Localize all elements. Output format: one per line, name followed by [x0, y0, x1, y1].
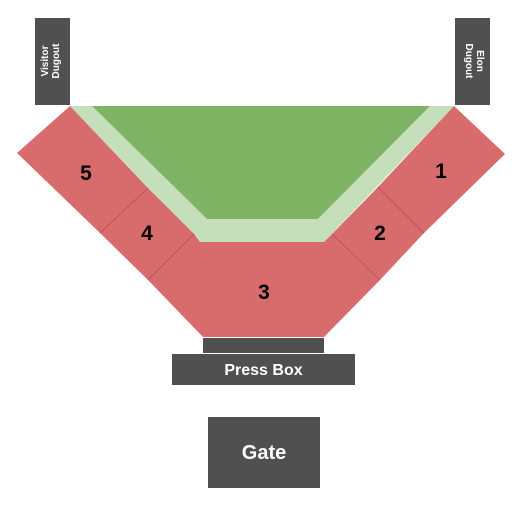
visitor-dugout-label-line1: Visitor: [40, 45, 51, 76]
section-4-label: 4: [141, 222, 153, 245]
section-dividers: [99, 186, 425, 281]
warning-track: [70, 106, 454, 242]
home-dugout-label-line2: Dugout: [463, 44, 474, 80]
section-2-label: 2: [374, 222, 386, 245]
press-box-label: Press Box: [224, 362, 302, 379]
gate-label: Gate: [242, 442, 286, 464]
press-box-base: [172, 354, 355, 385]
press-box-top: [203, 338, 324, 353]
section-1[interactable]: [378, 106, 505, 233]
section-1-label: 1: [435, 160, 447, 183]
infield-grass: [92, 106, 430, 219]
home-dugout-label-line1: Elon: [474, 50, 485, 72]
section-5-label: 5: [80, 162, 92, 185]
section-3-label: 3: [258, 281, 270, 304]
home-dugout[interactable]: Elon Dugout: [455, 18, 490, 105]
section-5[interactable]: [17, 106, 148, 233]
visitor-dugout-label-line2: Dugout: [51, 43, 62, 79]
section-3[interactable]: [148, 234, 380, 337]
gate[interactable]: Gate: [208, 417, 320, 488]
visitor-dugout[interactable]: Visitor Dugout: [35, 18, 70, 105]
press-box[interactable]: Press Box: [172, 338, 355, 385]
